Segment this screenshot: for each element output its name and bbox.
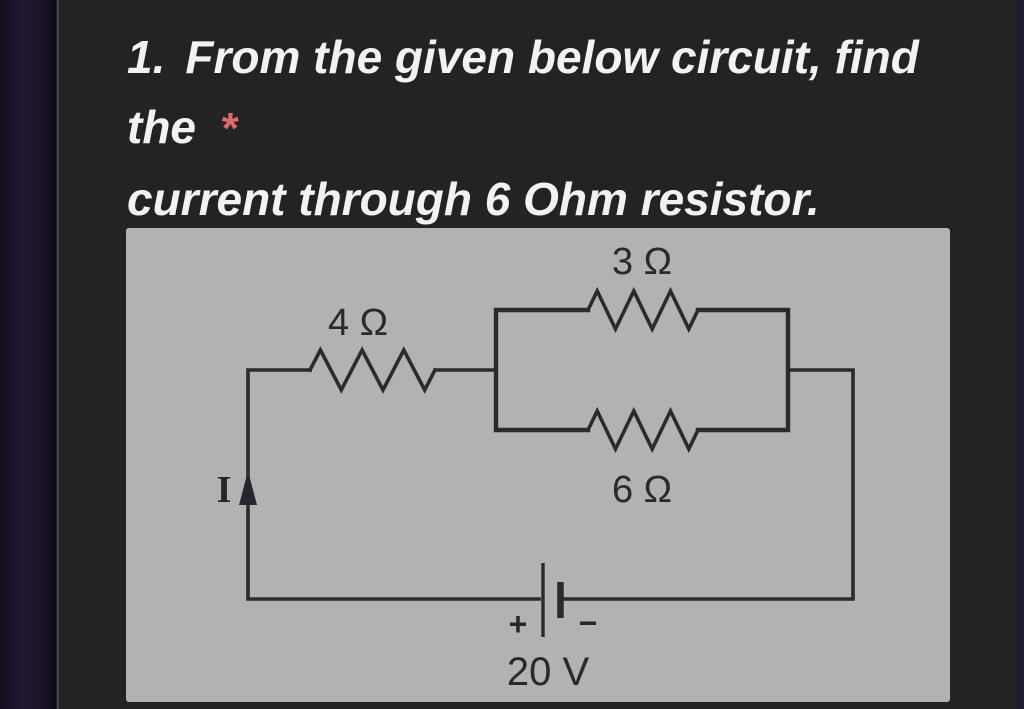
label-4ohm: 4 Ω — [328, 302, 388, 344]
required-asterisk: * — [220, 104, 238, 153]
current-arrow-icon — [239, 471, 257, 505]
question-text-line1: From the given below circuit, find the — [127, 31, 919, 153]
circuit-diagram: 4 Ω 3 Ω 6 Ω I + − 20 V — [217, 241, 855, 694]
question-block: 1.From the given below circuit, find the… — [127, 22, 967, 234]
question-line-2: current through 6 Ohm resistor. — [127, 173, 820, 225]
resistor-4ohm-zigzag — [307, 346, 438, 394]
left-gutter-strip — [0, 0, 56, 709]
question-number: 1. — [127, 31, 166, 83]
label-6ohm: 6 Ω — [612, 469, 672, 511]
label-battery-plus: + — [509, 606, 528, 642]
battery-symbol — [541, 563, 564, 637]
resistor-3ohm-zigzag — [585, 286, 701, 334]
resistor-6ohm-zigzag — [585, 406, 701, 454]
wire-right-loop — [561, 368, 855, 601]
label-battery-voltage: 20 V — [507, 650, 590, 694]
circuit-image-panel[interactable]: 4 Ω 3 Ω 6 Ω I + − 20 V — [126, 228, 950, 702]
right-edge-strip — [1017, 0, 1024, 709]
label-3ohm: 3 Ω — [612, 241, 672, 283]
label-battery-minus: − — [579, 605, 598, 641]
parallel-box-wires — [493, 307, 791, 433]
label-current: I — [217, 469, 232, 511]
question-line-1: 1.From the given below circuit, find the… — [127, 22, 967, 164]
gutter-divider-line — [57, 0, 59, 709]
resistors — [307, 286, 701, 454]
circuit-wires — [246, 368, 855, 601]
